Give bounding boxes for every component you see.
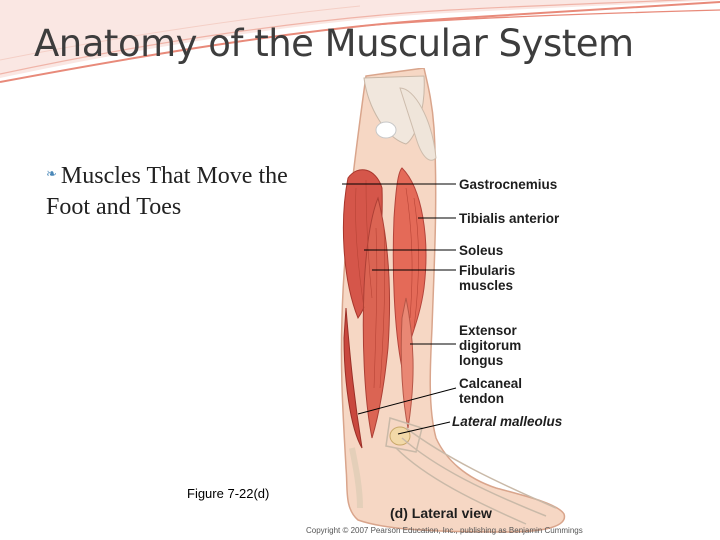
label-calcaneal-line1: Calcaneal [459,376,522,391]
header-swoosh-decoration [0,0,720,83]
label-leader-lines [342,183,457,435]
fibularis-muscles-shape [362,196,391,439]
label-tibialis-anterior: Tibialis anterior [459,211,560,226]
leg-anatomy-illustration: Gastrocnemius Tibialis anterior Soleus F… [306,68,600,540]
label-fibularis-line1: Fibularis [459,263,515,278]
bullet-icon: ❧ [46,166,57,181]
tendon-sheath [399,87,437,161]
calcaneal-tendon-shape [349,447,363,509]
muscle-fibers [355,179,419,389]
label-soleus: Soleus [459,243,503,258]
slide-title: Anatomy of the Muscular System [34,22,634,65]
label-extensor-line1: Extensor [459,323,518,338]
label-gastrocnemius: Gastrocnemius [459,177,557,192]
soleus-shape [343,307,363,449]
bullet-text: Muscles That Move the Foot and Toes [46,163,288,220]
label-fibularis-line2: muscles [459,278,513,293]
bullet-item: ❧Muscles That Move the Foot and Toes [46,158,316,223]
foot-tendons [385,417,557,525]
label-extensor-line2: digitorum [459,338,521,353]
copyright-credit: Copyright © 2007 Pearson Education, Inc.… [306,526,583,535]
extensor-digitorum-longus-shape [400,297,414,429]
figure-caption: Figure 7-22(d) [187,486,270,501]
patella-shape [375,121,397,139]
label-lateral-malleolus: Lateral malleolus [452,414,563,429]
label-extensor-line3: longus [459,353,503,368]
label-calcaneal-line2: tendon [459,391,504,406]
figure-view-label: (d) Lateral view [390,505,492,521]
